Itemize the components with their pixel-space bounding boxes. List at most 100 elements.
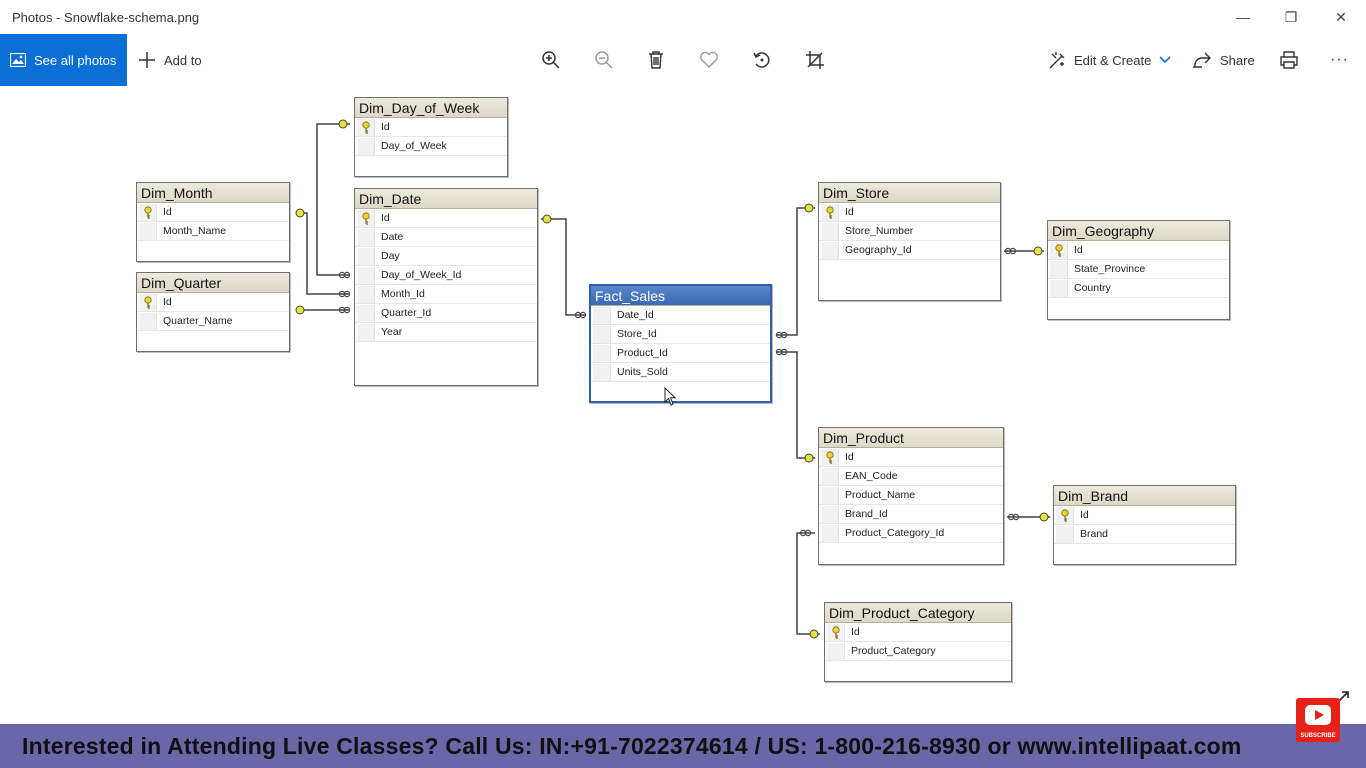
- promo-banner: Interested in Attending Live Classes? Ca…: [0, 724, 1366, 768]
- row-selector: [593, 326, 611, 343]
- close-button[interactable]: ✕: [1335, 8, 1347, 25]
- column-name: Product_Category: [851, 645, 936, 657]
- column-row[interactable]: Id: [819, 448, 1003, 467]
- relationship-lines: [295, 119, 1050, 639]
- many-end-marker: [1007, 513, 1020, 521]
- maximize-button[interactable]: ❐: [1284, 8, 1298, 25]
- column-row[interactable]: Brand_Id: [819, 505, 1003, 524]
- column-row[interactable]: Day: [355, 247, 537, 266]
- row-selector: [357, 324, 375, 341]
- column-row[interactable]: Month_Name: [137, 222, 289, 241]
- column-row[interactable]: Date_Id: [591, 306, 770, 325]
- column-row[interactable]: EAN_Code: [819, 467, 1003, 486]
- zoom-in-icon[interactable]: [539, 48, 563, 72]
- column-row[interactable]: Store_Id: [591, 325, 770, 344]
- row-selector: [593, 307, 611, 324]
- delete-icon[interactable]: [644, 48, 668, 72]
- row-selector: [357, 229, 375, 246]
- many-end-marker: [338, 306, 351, 314]
- share-label: Share: [1220, 52, 1255, 68]
- column-row[interactable]: Quarter_Name: [137, 312, 289, 331]
- relation-store-line: [776, 207, 815, 336]
- key-end-marker: [542, 214, 552, 224]
- column-row[interactable]: State_Province: [1048, 260, 1229, 279]
- row-selector: [821, 242, 839, 259]
- column-row[interactable]: Id: [1048, 241, 1229, 260]
- row-selector: [1050, 280, 1068, 297]
- row-selector: [821, 487, 839, 504]
- key-end-marker: [338, 119, 348, 129]
- column-name: Brand: [1080, 528, 1109, 540]
- column-row[interactable]: Year: [355, 323, 537, 342]
- column-row[interactable]: Country: [1048, 279, 1229, 298]
- column-row[interactable]: Store_Number: [819, 222, 1000, 241]
- column-row[interactable]: Month_Id: [355, 285, 537, 304]
- column-row[interactable]: Brand: [1054, 525, 1235, 544]
- row-selector: [357, 248, 375, 265]
- column-row[interactable]: Date: [355, 228, 537, 247]
- row-selector: [593, 345, 611, 362]
- crop-icon[interactable]: [803, 48, 827, 72]
- column-row[interactable]: Id: [825, 623, 1011, 642]
- column-row[interactable]: Units_Sold: [591, 363, 770, 382]
- column-row[interactable]: Day_of_Week_Id: [355, 266, 537, 285]
- column-row[interactable]: Id: [137, 293, 289, 312]
- column-row[interactable]: Product_Name: [819, 486, 1003, 505]
- key-end-marker: [804, 203, 814, 213]
- row-selector: [357, 305, 375, 322]
- column-name: Id: [1080, 509, 1089, 521]
- column-row[interactable]: Quarter_Id: [355, 304, 537, 323]
- column-name: Id: [163, 206, 172, 218]
- column-name: Date: [381, 231, 404, 243]
- promo-banner-text: Interested in Attending Live Classes? Ca…: [22, 732, 1242, 759]
- relation-day-of-week-line: [316, 123, 350, 276]
- primary-key-icon: [826, 451, 834, 464]
- more-options-button[interactable]: ···: [1330, 51, 1349, 68]
- table-name: Dim_Brand: [1054, 486, 1235, 506]
- column-name: Id: [845, 451, 854, 463]
- column-row[interactable]: Day_of_Week: [355, 137, 507, 156]
- favorite-icon[interactable]: [697, 48, 721, 72]
- column-row[interactable]: Id: [137, 203, 289, 222]
- youtube-subscribe-button[interactable]: SUBSCRIBE: [1296, 698, 1340, 742]
- column-row[interactable]: Product_Category: [825, 642, 1011, 661]
- print-icon[interactable]: [1277, 48, 1301, 72]
- column-row[interactable]: Id: [1054, 506, 1235, 525]
- zoom-out-icon[interactable]: [592, 48, 616, 72]
- column-name: Quarter_Id: [381, 307, 432, 319]
- column-name: Day_of_Week_Id: [381, 269, 462, 281]
- add-to-button[interactable]: Add to: [138, 34, 202, 86]
- key-end-marker: [1039, 512, 1049, 522]
- many-end-marker: [775, 348, 788, 356]
- primary-key-icon: [1061, 509, 1069, 522]
- primary-key-icon: [144, 296, 152, 309]
- table-name: Dim_Geography: [1048, 221, 1229, 241]
- column-row[interactable]: Product_Id: [591, 344, 770, 363]
- column-row[interactable]: Id: [355, 118, 507, 137]
- column-name: Product_Id: [617, 347, 668, 359]
- share-button[interactable]: Share: [1192, 34, 1255, 86]
- edit-create-button[interactable]: Edit & Create: [1048, 34, 1171, 86]
- minimize-button[interactable]: —: [1236, 9, 1250, 25]
- column-row[interactable]: Id: [819, 203, 1000, 222]
- rotate-icon[interactable]: [750, 48, 774, 72]
- column-name: Day: [381, 250, 400, 262]
- column-row[interactable]: Geography_Id: [819, 241, 1000, 260]
- primary-key-icon: [826, 206, 834, 219]
- edit-create-icon: [1049, 52, 1065, 69]
- many-end-marker: [775, 331, 788, 339]
- column-row[interactable]: Id: [355, 209, 537, 228]
- column-row[interactable]: Product_Category_Id: [819, 524, 1003, 543]
- see-all-photos-button[interactable]: See all photos: [0, 34, 127, 86]
